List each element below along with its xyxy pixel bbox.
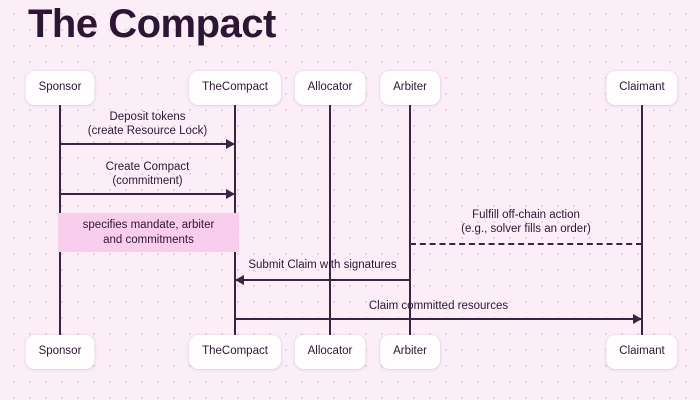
message-line-deposit-tokens bbox=[60, 143, 235, 145]
participant-header-sponsor[interactable]: Sponsor bbox=[25, 71, 95, 105]
participant-footer-allocator[interactable]: Allocator bbox=[294, 335, 366, 369]
lifeline-claimant bbox=[641, 101, 643, 335]
message-line-claim-committed-resources bbox=[235, 318, 642, 320]
participant-header-claimant[interactable]: Claimant bbox=[606, 71, 678, 105]
message-label-fulfill-off-chain-action: Fulfill off-chain action (e.g., solver f… bbox=[461, 209, 591, 235]
page-title: The Compact bbox=[28, 2, 276, 46]
participant-footer-thecompact[interactable]: TheCompact bbox=[189, 335, 281, 369]
participant-footer-arbiter[interactable]: Arbiter bbox=[380, 335, 440, 369]
arrowhead-submit-claim-with-signatures bbox=[235, 275, 244, 285]
lifeline-allocator bbox=[329, 101, 331, 335]
message-label-deposit-tokens: Deposit tokens (create Resource Lock) bbox=[87, 111, 208, 137]
message-line-fulfill-off-chain-action bbox=[410, 243, 642, 245]
lifeline-arbiter bbox=[409, 101, 411, 335]
arrowhead-claim-committed-resources bbox=[633, 314, 642, 324]
message-line-create-compact bbox=[60, 193, 235, 195]
message-line-submit-claim-with-signatures bbox=[235, 279, 410, 281]
arrowhead-create-compact bbox=[226, 189, 235, 199]
message-label-claim-committed-resources: Claim committed resources bbox=[368, 300, 509, 312]
arrowhead-deposit-tokens bbox=[226, 139, 235, 149]
message-label-submit-claim-with-signatures: Submit Claim with signatures bbox=[248, 259, 397, 271]
participant-header-thecompact[interactable]: TheCompact bbox=[189, 71, 281, 105]
participant-header-arbiter[interactable]: Arbiter bbox=[380, 71, 440, 105]
participant-header-allocator[interactable]: Allocator bbox=[294, 71, 366, 105]
message-label-create-compact: Create Compact (commitment) bbox=[105, 161, 190, 187]
participant-footer-claimant[interactable]: Claimant bbox=[606, 335, 678, 369]
note-mandate-note: specifies mandate, arbiter and commitmen… bbox=[58, 213, 239, 252]
participant-footer-sponsor[interactable]: Sponsor bbox=[25, 335, 95, 369]
